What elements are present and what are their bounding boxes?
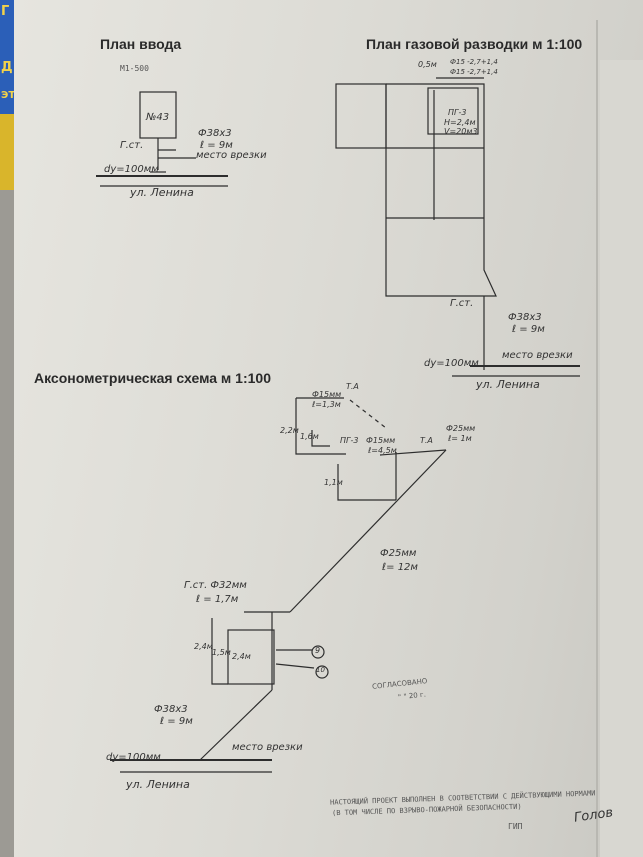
plan-vvoda-main-dia: dу=100мм (104, 164, 159, 175)
axon-place: место врезки (232, 742, 303, 753)
axon-gst: Г.ст. Ф32мм (184, 580, 247, 591)
axon-title: Аксонометрическая схема м 1:100 (34, 370, 271, 386)
plan-vvoda-place: место врезки (196, 150, 267, 161)
axon-len25b: ℓ= 12м (382, 562, 418, 573)
plan-gaz-top-label-3: Ф15 -2,7+1,4 (450, 68, 498, 76)
axon-pipe15a: Ф15мм (312, 390, 342, 399)
axon-h1: 2,2м (280, 426, 299, 435)
axon-h6: 2,4м (232, 652, 251, 661)
plan-gaz-place: место врезки (502, 350, 573, 361)
axon-len15b: ℓ=4,5м (368, 446, 397, 455)
axon-ta-top: Т.А (346, 382, 359, 391)
house-number: №43 (146, 112, 170, 123)
axon-street: ул. Ленина (126, 778, 190, 791)
plan-gaz-street: ул. Ленина (476, 378, 540, 391)
plan-gaz-main-dia: dу=100мм (424, 358, 479, 369)
plan-vvoda-pipe: Ф38х3 (198, 128, 232, 139)
axon-pipe15b: Ф15мм (366, 436, 396, 445)
axon-len32: ℓ = 1,7м (196, 594, 239, 605)
axon-pipe25b: Ф25мм (380, 548, 417, 559)
blue-booklet-corner (0, 0, 18, 190)
corner-letter-2: Д (1, 60, 13, 75)
axon-ta2: Т.А (420, 436, 433, 445)
axon-pipe25a: Ф25мм (446, 424, 476, 433)
axon-len15a: ℓ=1,3м (312, 400, 341, 409)
axon-h5: 1,5м (212, 648, 231, 657)
plan-gaz-gst: Г.ст. (450, 298, 474, 309)
building-outline (385, 83, 497, 297)
plan-vvoda-scale: М1-500 (120, 64, 149, 73)
room-label-height: Н=2,4м (444, 118, 476, 127)
adjacent-sheet (600, 60, 643, 857)
axon-device-10: 10 (316, 666, 325, 674)
plan-gaz-top-label-1: 0,5м (418, 60, 437, 69)
corner-letter-1: Г (1, 4, 10, 19)
plan-gaz-length: ℓ = 9м (512, 324, 545, 335)
sheet-fold-line (596, 20, 598, 857)
plan-gaz-pipe: Ф38х3 (508, 312, 542, 323)
axon-main-dia: dу=100мм (106, 752, 161, 763)
axon-pg3: ПГ-3 (340, 436, 359, 445)
axon-len38: ℓ = 9м (160, 716, 193, 727)
plan-gaz-top-label-2: Ф15 -2,7+1,4 (450, 58, 498, 66)
plan-vvoda-gst: Г.ст. (120, 140, 144, 151)
axon-pipe38: Ф38х3 (154, 704, 188, 715)
riser-diagonal (289, 449, 447, 613)
device-circle-10 (315, 665, 329, 679)
axon-h2: 1,6м (300, 432, 319, 441)
plan-vvoda-street: ул. Ленина (130, 186, 194, 199)
axon-h3: 1,1м (324, 478, 343, 487)
plan-gaz-title: План газовой разводки м 1:100 (366, 36, 583, 52)
blueprint-sheet (14, 0, 643, 857)
axon-device-9: 9 (315, 646, 321, 655)
plan-vvoda-length: ℓ = 9м (200, 140, 233, 151)
corner-letter-3: ЭТО (1, 90, 24, 101)
plan-vvoda-title: План ввода (100, 36, 182, 52)
room-label-volume: V=20м3 (444, 127, 478, 136)
room-label-pg3: ПГ-3 (448, 108, 467, 117)
device-circle-9 (311, 645, 325, 659)
axon-h4: 2,4м (194, 642, 213, 651)
gip-label: ГИП (508, 822, 523, 831)
axon-len25a: ℓ= 1м (448, 434, 472, 443)
